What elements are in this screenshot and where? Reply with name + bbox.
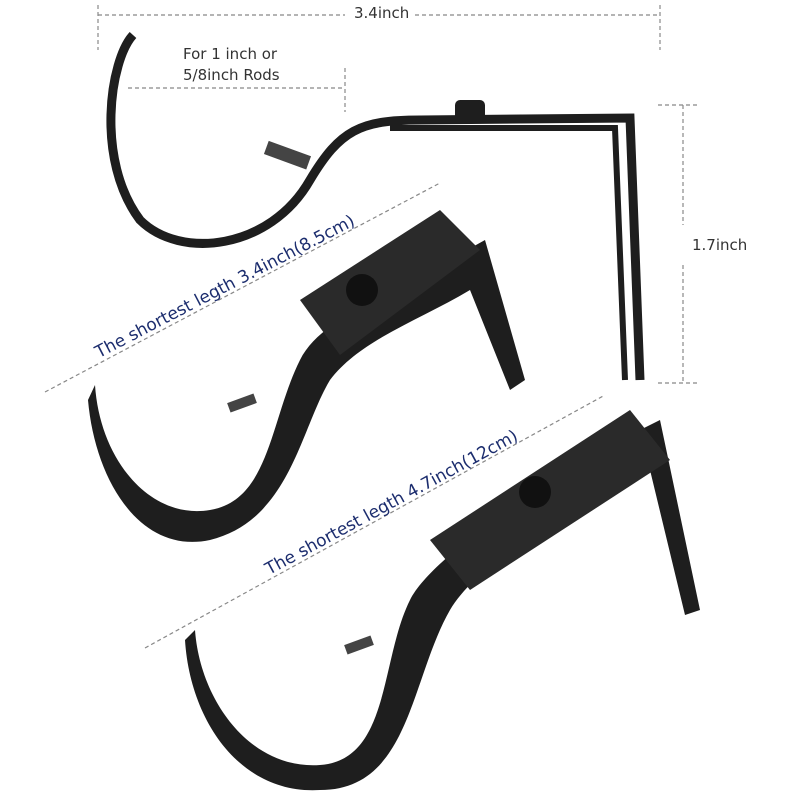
screw-icon: [519, 476, 551, 508]
bolt-icon: [263, 140, 312, 170]
rod-note-line1: For 1 inch or: [183, 45, 278, 63]
top-width-label: 3.4inch: [348, 4, 416, 22]
long-bracket: [185, 410, 700, 791]
bolt-icon: [344, 635, 374, 655]
bolt-icon: [227, 393, 257, 413]
rod-note-line2: 5/8inch Rods: [183, 66, 280, 84]
dimension-lines: [44, 5, 700, 649]
screw-icon: [455, 100, 485, 122]
side-view-bracket: [106, 31, 645, 381]
short-bracket: [88, 210, 525, 542]
height-label: 1.7inch: [692, 236, 748, 254]
screw-icon: [346, 274, 378, 306]
